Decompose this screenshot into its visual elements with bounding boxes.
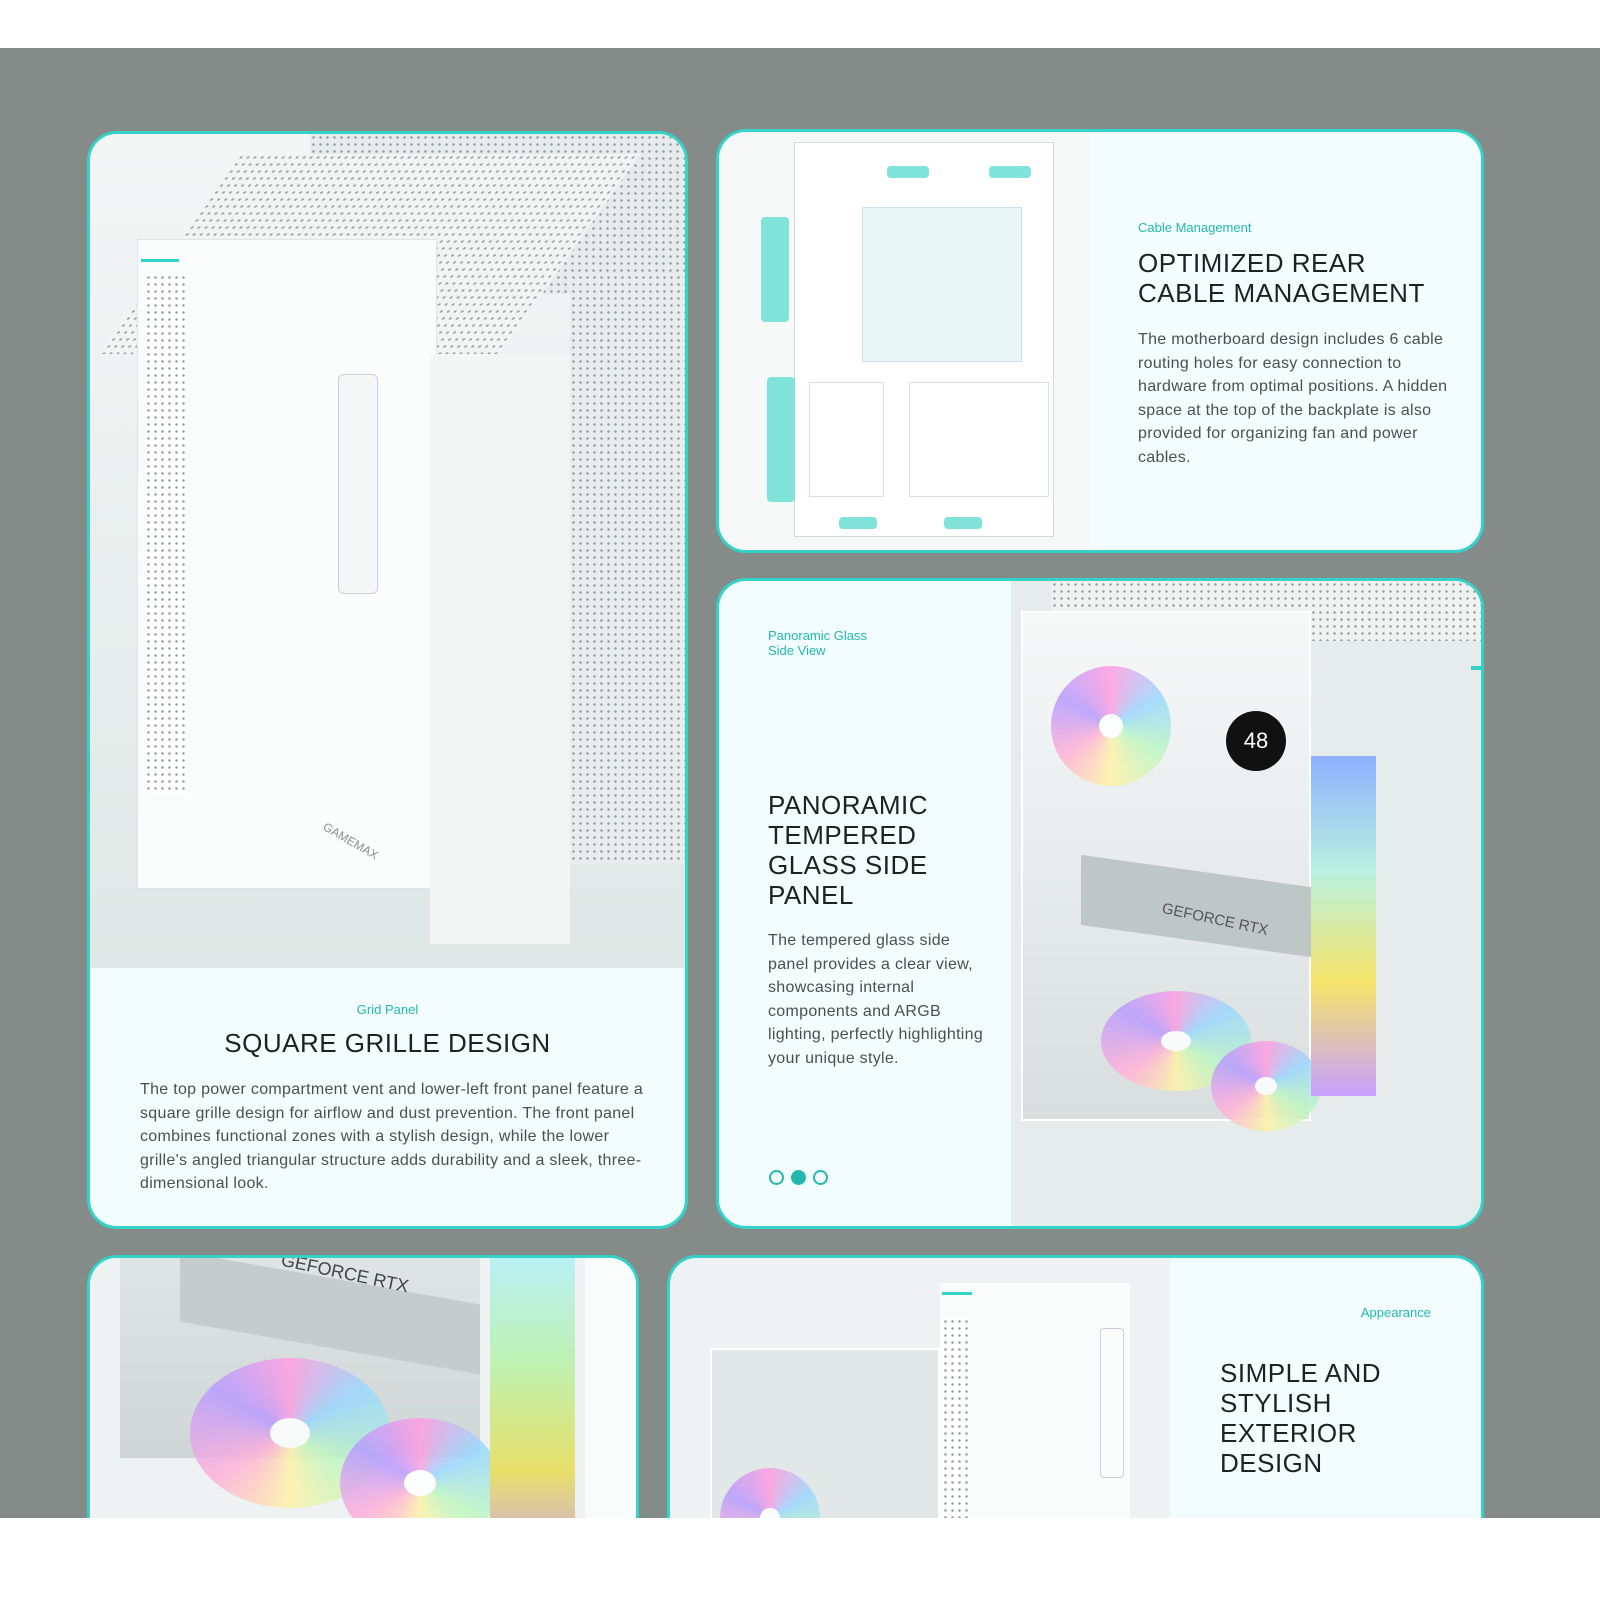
card-body: The tempered glass side panel provides a… xyxy=(768,932,984,1067)
card-title: SIMPLE AND STYLISH EXTERIOR DESIGN xyxy=(1220,1358,1382,1478)
card-body: The top power compartment vent and lower… xyxy=(140,1081,644,1192)
case-rear-image xyxy=(719,132,1091,550)
cooler-display: 48 xyxy=(1226,711,1286,771)
case-front-image: GAMEMAX xyxy=(90,134,685,968)
card-title: SQUARE GRILLE DESIGN xyxy=(224,1028,551,1058)
panoramic-glass-card: Panoramic Glass Side View PANORAMIC TEMP… xyxy=(716,578,1484,1229)
card-eyebrow: Panoramic Glass Side View xyxy=(768,628,867,658)
grille-design-card: GAMEMAX Grid Panel SQUARE GRILLE DESIGN … xyxy=(87,131,688,1229)
card-eyebrow: Cable Management xyxy=(1138,220,1252,235)
card-eyebrow: Grid Panel xyxy=(356,1002,419,1017)
card-eyebrow: Appearance xyxy=(1360,1305,1431,1320)
bottom-strip xyxy=(0,1518,1600,1600)
carousel-dots xyxy=(769,1170,828,1185)
case-glass-side-image: 48 GEFORCE RTX xyxy=(1011,581,1481,1226)
carousel-dot-1[interactable] xyxy=(769,1170,784,1185)
carousel-dot-2[interactable] xyxy=(791,1170,806,1185)
card-title: PANORAMIC TEMPERED GLASS SIDE PANEL xyxy=(768,790,929,910)
cable-management-card: Cable Management OPTIMIZED REAR CABLE MA… xyxy=(716,129,1484,553)
carousel-dot-3[interactable] xyxy=(813,1170,828,1185)
card-body: The motherboard design includes 6 cable … xyxy=(1138,331,1448,466)
card-title: OPTIMIZED REAR CABLE MANAGEMENT xyxy=(1138,248,1425,308)
